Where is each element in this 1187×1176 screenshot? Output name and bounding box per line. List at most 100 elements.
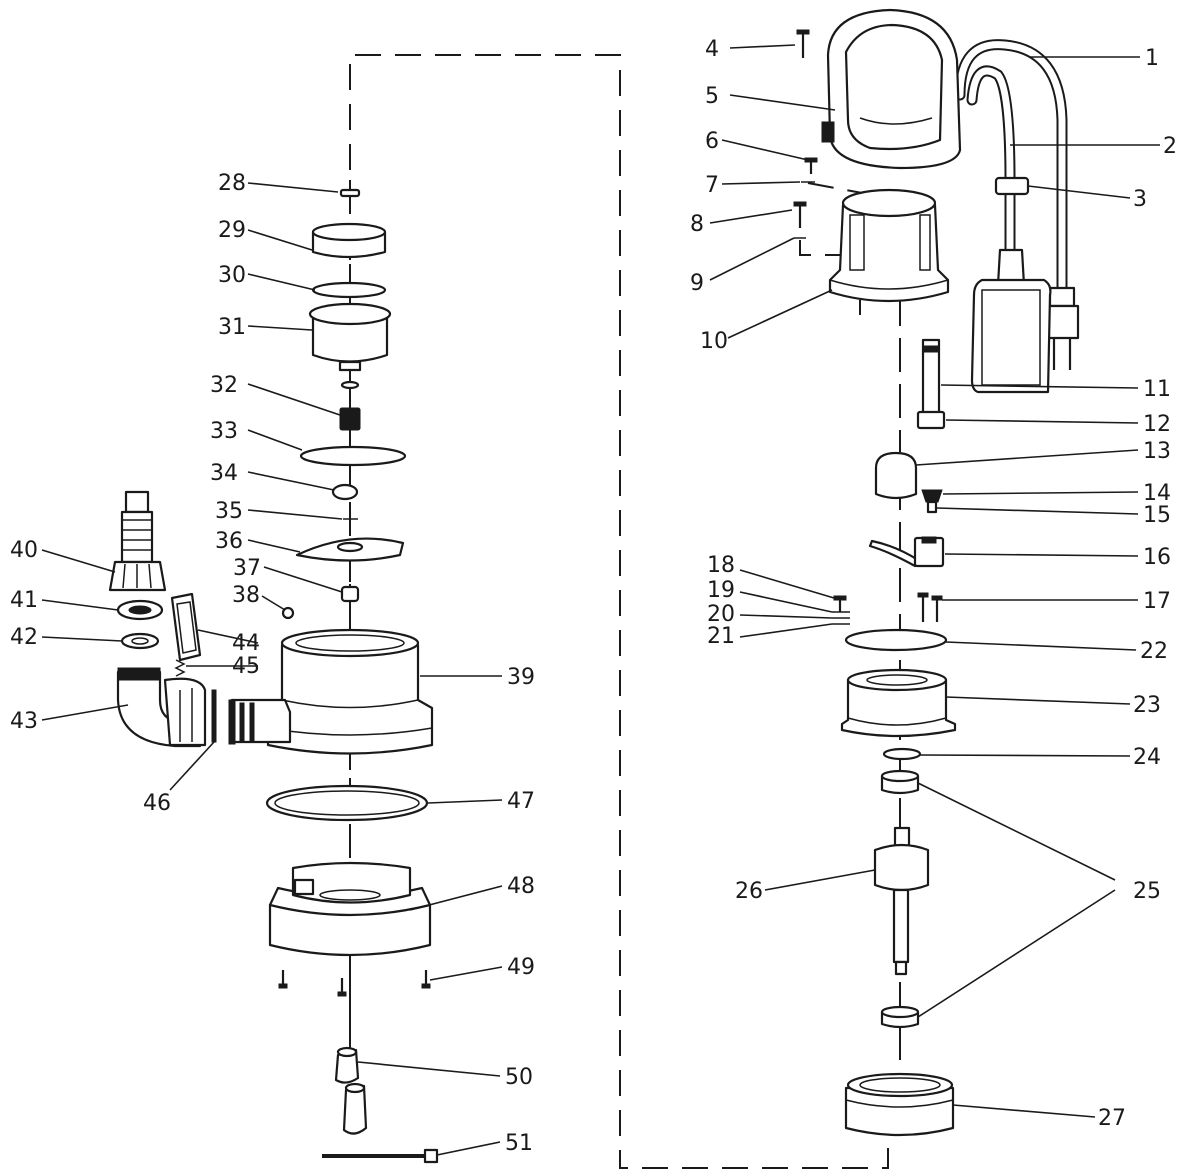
- label-45: 45: [232, 654, 260, 679]
- label-33: 33: [210, 419, 238, 444]
- label-47: 47: [507, 789, 535, 814]
- part-5-handle-top-cover: [821, 8, 962, 170]
- label-41: 41: [10, 588, 38, 613]
- part-48-base: [268, 861, 432, 957]
- part-27-base-housing: [844, 1072, 955, 1137]
- label-17: 17: [1143, 589, 1171, 614]
- part-30-o-ring: [311, 281, 387, 299]
- label-31: 31: [218, 315, 246, 340]
- label-26: 26: [735, 879, 763, 904]
- part-25-bearings: [880, 769, 920, 1029]
- label-43: 43: [10, 709, 38, 734]
- part-32-spring: [339, 380, 361, 431]
- label-16: 16: [1143, 545, 1171, 570]
- label-14: 14: [1143, 481, 1171, 506]
- label-37: 37: [233, 556, 261, 581]
- part-15-pin: [926, 500, 938, 514]
- part-22-gasket: [844, 628, 948, 652]
- label-7: 7: [705, 173, 719, 198]
- label-12: 12: [1143, 412, 1171, 437]
- part-42-washer: [120, 632, 160, 650]
- label-35: 35: [215, 499, 243, 524]
- label-18: 18: [707, 553, 735, 578]
- part-2-float-cable: [966, 65, 1016, 261]
- part-37-nut: [340, 585, 360, 603]
- part-28-washer: [339, 188, 361, 198]
- part-38-ball: [281, 606, 295, 620]
- part-14-cap: [921, 489, 943, 503]
- part-18-screw: [833, 595, 847, 612]
- part-4-screw: [796, 29, 810, 58]
- label-23: 23: [1133, 693, 1161, 718]
- part-43-elbow-connector: [116, 667, 207, 748]
- label-39: 39: [507, 665, 535, 690]
- label-32: 32: [210, 373, 238, 398]
- part-8-screw: [793, 201, 807, 228]
- label-6: 6: [705, 129, 719, 154]
- label-27: 27: [1098, 1106, 1126, 1131]
- label-48: 48: [507, 874, 535, 899]
- label-49: 49: [507, 955, 535, 980]
- part-23-bearing-housing: [840, 668, 957, 738]
- part-36-impeller-cover: [295, 537, 405, 562]
- part-26-rotor-shaft: [873, 826, 930, 976]
- label-3: 3: [1133, 187, 1147, 212]
- label-1: 1: [1145, 46, 1159, 71]
- label-30: 30: [218, 263, 246, 288]
- label-50: 50: [505, 1065, 533, 1090]
- part-16-switch-lever: [868, 536, 945, 568]
- part-33-seal-ring: [299, 445, 407, 467]
- label-29: 29: [218, 218, 246, 243]
- label-34: 34: [210, 461, 238, 486]
- part-40-hose-connector: [108, 490, 167, 592]
- label-8: 8: [690, 212, 704, 237]
- part-19-part-21-washers: [832, 611, 850, 625]
- part-49-screws: [278, 970, 431, 997]
- part-41-nut-ring: [116, 599, 164, 621]
- label-2: 2: [1163, 134, 1177, 159]
- label-19: 19: [707, 578, 735, 603]
- assembly-guide-lines: [349, 54, 901, 1169]
- part-46-seal-strip: [211, 689, 217, 743]
- part-10-motor-cover: [828, 188, 950, 303]
- label-15: 15: [1143, 503, 1171, 528]
- label-21: 21: [707, 624, 735, 649]
- part-11-float-rod: [921, 338, 941, 420]
- label-10: 10: [700, 329, 728, 354]
- part-34-clip: [331, 483, 359, 501]
- part-12-rod-holder: [916, 410, 946, 430]
- label-20: 20: [707, 602, 735, 627]
- part-13-float: [874, 451, 918, 500]
- label-36: 36: [215, 529, 243, 554]
- label-4: 4: [705, 37, 719, 62]
- label-51: 51: [505, 1131, 533, 1156]
- part-number-labels: 1 2 3 4 5 6 7 8 9 10 11 12 13 14 15 16 1…: [10, 37, 1177, 1156]
- part-24-seal-ring: [882, 747, 922, 761]
- part-29-cap: [311, 222, 387, 259]
- part-31-float-housing: [308, 302, 392, 372]
- part-3-cable-clip: [994, 176, 1030, 196]
- part-50-suction-caps: [334, 1046, 368, 1135]
- label-44: 44: [232, 631, 260, 656]
- label-22: 22: [1140, 639, 1168, 664]
- label-46: 46: [143, 791, 171, 816]
- part-17-screws: [917, 592, 943, 622]
- part-47-o-ring: [265, 784, 429, 822]
- part-1-power-cable: [954, 39, 1080, 370]
- label-42: 42: [10, 625, 38, 650]
- label-24: 24: [1133, 745, 1161, 770]
- label-40: 40: [10, 538, 38, 563]
- float-switch: [970, 248, 1052, 394]
- label-9: 9: [690, 271, 704, 296]
- label-38: 38: [232, 583, 260, 608]
- label-5: 5: [705, 84, 719, 109]
- label-25: 25: [1133, 879, 1161, 904]
- label-11: 11: [1143, 377, 1171, 402]
- label-28: 28: [218, 171, 246, 196]
- part-45-spring: [174, 659, 186, 677]
- part-44-clamp: [170, 592, 202, 662]
- label-13: 13: [1143, 439, 1171, 464]
- part-39-pump-housing: [228, 628, 434, 755]
- leader-lines: [41, 44, 1160, 1156]
